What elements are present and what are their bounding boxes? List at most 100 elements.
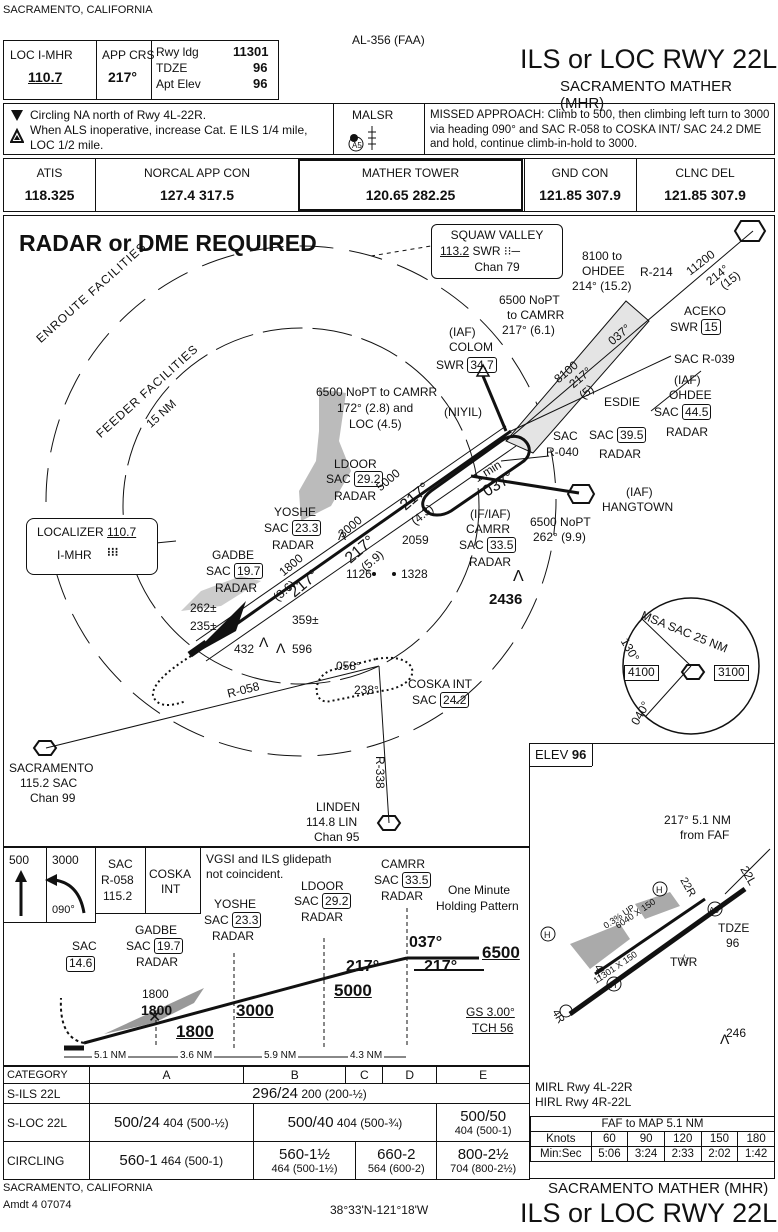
min-s-loc-e-hat: 404 (500-1)	[454, 1125, 512, 1137]
camrr-name: CAMRR	[466, 522, 510, 536]
hangtown-feeder	[470, 474, 580, 495]
enroute-ring	[45, 245, 557, 757]
profile-view: 500 3000 090° SAC R-058 115.2 COSKA INT …	[3, 847, 530, 1066]
camrr-dme: 33.5	[487, 537, 517, 553]
squaw-valley-chan: Chan 79	[474, 260, 520, 274]
prof-yoshe-sac: SAC	[204, 913, 229, 927]
r040-radial	[500, 455, 550, 462]
esdie-dme: 39.5	[617, 427, 647, 443]
coska-name: COSKA INT	[408, 677, 473, 691]
prof-yoshe: YOSHE	[214, 897, 257, 911]
comm-label-tower: MATHER TOWER	[361, 166, 460, 180]
hangtown-vortac-icon	[566, 484, 596, 504]
elev-label: ELEV	[535, 747, 569, 762]
apron-shading	[570, 924, 630, 969]
camrr-radar: RADAR	[469, 555, 512, 569]
sketch-tdze: TDZE	[718, 921, 750, 935]
esdie-sac: SAC	[589, 428, 614, 442]
prof-3000-alt: 3000	[236, 1001, 274, 1020]
prof-ldoor-dme: 29.2	[322, 893, 352, 909]
rwy-ldg-label: Rwy ldg	[156, 45, 199, 59]
min-circ-e: 800-2½	[457, 1146, 509, 1163]
prof-alt-3000: 3000	[52, 853, 79, 867]
squaw-valley-id: SWR	[472, 244, 501, 258]
r214-radial	[505, 230, 754, 442]
timing-knots-180: 180	[737, 1131, 775, 1147]
footer-location: SACRAMENTO, CALIFORNIA	[3, 1182, 153, 1194]
rwy-22r-label: 22R	[677, 876, 698, 900]
prof-1800-top: 1800	[142, 987, 169, 1001]
svg-text:A5: A5	[352, 141, 362, 150]
prof-gadbe-dme: 19.7	[154, 938, 184, 954]
camrr-iaf: (IF/IAF)	[470, 507, 511, 521]
comm-freq-approach: 127.4 317.5	[160, 187, 234, 203]
obstacle-2436-icon: Λ	[513, 568, 524, 585]
glidepath-line	[83, 968, 357, 1045]
nopt-172: 172° (2.8) and	[337, 401, 414, 415]
prof-seg-4: 4.3 NM	[348, 1050, 385, 1061]
elev-value: 96	[571, 747, 587, 762]
notes-box: Circling NA north of Rwy 4L-22R. When AL…	[3, 103, 775, 155]
runway-4l-22r	[594, 897, 706, 976]
min-s-ils-label: S-ILS 22L	[3, 1083, 90, 1104]
coska-sac: SAC	[412, 693, 437, 707]
colom-iaf: (IAF)	[449, 325, 476, 339]
msa-sector-line-1	[640, 617, 692, 667]
airport-sketch: ELEV 96 217° 5.1 NM from FAF H H H A5 ☆ …	[529, 743, 775, 1179]
min-s-ils-value: 296/24	[252, 1085, 299, 1102]
vgsi-icon	[559, 1004, 573, 1018]
prof-seg-1: 5.1 NM	[92, 1050, 129, 1061]
final-approach-course-right	[205, 445, 517, 662]
timing-time-150: 2:02	[700, 1146, 739, 1162]
sacramento-vortac-icon	[32, 740, 58, 756]
min-s-loc-label: S-LOC 22L	[3, 1103, 90, 1142]
ohdee-dme: 44.5	[682, 404, 712, 420]
prof-camrr-radar: RADAR	[381, 889, 424, 903]
profile-graphics: ✕	[59, 908, 484, 1058]
prof-hdg-090: 090°	[52, 904, 75, 916]
h-2059: 2059	[402, 533, 429, 547]
app-crs: 217°	[108, 69, 137, 85]
r058-radial	[45, 665, 380, 749]
aceko-dme: 15	[701, 319, 721, 335]
min-cat-d: D	[382, 1066, 438, 1084]
ohdee-8100-c: 214° (15.2)	[572, 279, 632, 293]
prof-coska-1: COSKA	[149, 867, 192, 881]
left-turn-arrow-icon	[53, 878, 86, 914]
timing-knots-150: 150	[700, 1131, 739, 1147]
nopt-to-camrr: to CAMRR	[507, 308, 565, 322]
localizer-freq: 110.7	[107, 525, 137, 539]
prof-one-minute-2: Holding Pattern	[436, 899, 519, 913]
colom-dme: 34.7	[467, 357, 497, 373]
note-line1: Circling NA north of Rwy 4L-22R.	[30, 108, 207, 122]
min-s-loc-cd-hat: 404 (500-¾)	[336, 1116, 403, 1130]
sacramento-chan: Chan 99	[30, 791, 76, 805]
yoshe-name: YOSHE	[274, 505, 317, 519]
chart-id: AL-356 (FAA)	[352, 33, 425, 47]
r214-label: R-214	[640, 265, 673, 279]
prof-crs-217-a: 217°	[424, 958, 458, 975]
min-circ-e-hat: 704 (800-2½)	[450, 1163, 517, 1175]
squaw-valley-box: SQUAW VALLEY 113.2 SWR ⁝⁝─ Chan 79	[431, 224, 563, 279]
h-432: 432	[234, 642, 255, 656]
sketch-twr: TWR	[670, 955, 698, 969]
obstacle-1126-icon: Λ	[338, 529, 346, 543]
runway-symbol	[187, 639, 208, 657]
localizer-box: LOCALIZER 110.7 I-MHR ⁝⁝⁝	[26, 518, 158, 575]
prof-gadbe-radar: RADAR	[136, 955, 179, 969]
min-cat-c: C	[345, 1066, 384, 1084]
prof-camrr: CAMRR	[381, 857, 425, 871]
aceko-name: ACEKO	[684, 304, 727, 318]
svg-text:H: H	[544, 930, 551, 940]
sac-r039: SAC R-039	[674, 352, 735, 366]
h-262: 262±	[190, 601, 217, 615]
svg-text:H: H	[610, 980, 617, 990]
rwy-ldg: 11301	[233, 44, 269, 59]
rwy-4l-label: 4L	[591, 963, 608, 980]
lights-2: HIRL Rwy 4R-22L	[535, 1095, 632, 1109]
prof-5000-alt: 5000	[334, 981, 372, 1000]
approach-light-icon	[707, 901, 723, 917]
yoshe-radar: RADAR	[272, 538, 315, 552]
faf-cross-icon: ✕	[148, 1009, 161, 1026]
esdie-radar: RADAR	[599, 447, 642, 461]
